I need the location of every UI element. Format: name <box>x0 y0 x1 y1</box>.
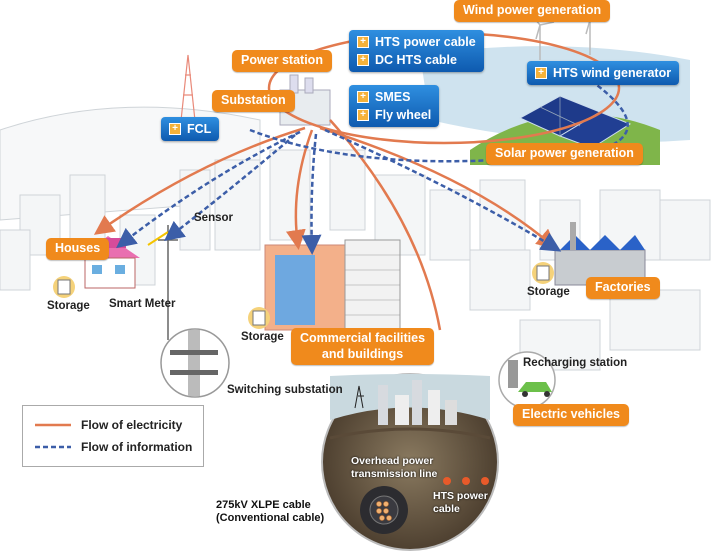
legend-information: Flow of information <box>35 440 192 454</box>
tag-solar-power-generation: Solar power generation <box>486 143 643 165</box>
ev-zoom <box>498 351 556 409</box>
plus-icon: + <box>357 109 369 121</box>
tower <box>179 54 197 131</box>
dc-hts-cable-label: DC HTS cable <box>375 53 457 67</box>
hts-wind-generator-label: HTS wind generator <box>553 66 672 80</box>
legend-information-label: Flow of information <box>81 440 193 454</box>
storage-icon <box>248 307 270 329</box>
switching-substation-zoom <box>160 328 230 398</box>
fcl-label: FCL <box>187 122 212 136</box>
storage-icon <box>53 276 75 298</box>
information-to-houses <box>116 130 301 249</box>
tag-substation: Substation <box>212 90 295 112</box>
overhead-line-label: Overhead power transmission line <box>351 455 437 480</box>
sensor-label: Sensor <box>194 212 233 224</box>
information-to-sensor <box>164 134 296 242</box>
smart-meter-label: Smart Meter <box>109 298 176 310</box>
electricity-to-underground <box>329 119 442 331</box>
commercial-building <box>264 239 401 336</box>
xlpe-cable-label-2: (Conventional cable) <box>216 512 325 525</box>
smes-label: SMES <box>375 90 411 104</box>
underground-cable-zoom <box>321 373 499 551</box>
plus-icon: + <box>357 54 369 66</box>
hts-power-cable-label: HTS power cable <box>375 35 476 49</box>
information-to-commercial <box>301 133 322 255</box>
box-fcl: + FCL <box>161 117 220 141</box>
information-to-factories <box>324 128 562 252</box>
storage-label-houses: Storage <box>47 300 90 312</box>
box-storage-devices: + SMES + Fly wheel <box>349 85 440 127</box>
tag-power-station: Power station <box>232 50 332 72</box>
electricity-to-houses <box>93 126 306 235</box>
tag-commercial-line2: and buildings <box>321 346 404 361</box>
legend-electricity: Flow of electricity <box>35 418 182 432</box>
box-hts-wind-generator: + HTS wind generator <box>527 61 680 85</box>
overhead-line-label-2: transmission line <box>351 467 438 480</box>
plus-icon: + <box>169 123 181 135</box>
dashed-line-icon <box>35 445 71 449</box>
storage-label-factories: Storage <box>527 286 570 298</box>
fly-wheel-label: Fly wheel <box>375 108 432 122</box>
electricity-to-commercial <box>285 129 314 250</box>
switching-substation-label: Switching substation <box>227 384 343 396</box>
legend-electricity-label: Flow of electricity <box>81 418 183 432</box>
hts-cable-label-1: HTS power <box>433 490 488 502</box>
tag-electric-vehicles: Electric vehicles <box>513 404 629 426</box>
recharging-station-label: Recharging station <box>523 357 628 369</box>
tag-commercial-line1: Commercial facilities <box>300 331 426 345</box>
tag-commercial-facilities: Commercial facilities and buildings <box>291 328 435 366</box>
box-hts-cables: + HTS power cable + DC HTS cable <box>349 30 484 72</box>
plus-icon: + <box>535 67 547 79</box>
plus-icon: + <box>357 36 369 48</box>
hts-cable-label: HTS power cable <box>433 490 488 515</box>
storage-label-commercial: Storage <box>241 331 284 343</box>
xlpe-cable-label: 275kV XLPE cable (Conventional cable) <box>216 499 324 525</box>
storage-icon <box>532 262 554 284</box>
tag-factories: Factories <box>586 277 660 299</box>
electricity-to-factories <box>319 126 557 250</box>
plus-icon: + <box>357 91 369 103</box>
overhead-line-label-1: Overhead power <box>351 455 434 467</box>
xlpe-cable-label-1: 275kV XLPE cable <box>216 499 311 511</box>
hts-cable-label-2: cable <box>433 502 460 515</box>
sensor-pole <box>158 225 178 340</box>
tag-wind-power-generation: Wind power generation <box>454 0 611 22</box>
legend: Flow of electricity Flow of information <box>22 405 204 467</box>
solid-line-icon <box>35 423 71 427</box>
tag-houses: Houses <box>46 238 110 260</box>
